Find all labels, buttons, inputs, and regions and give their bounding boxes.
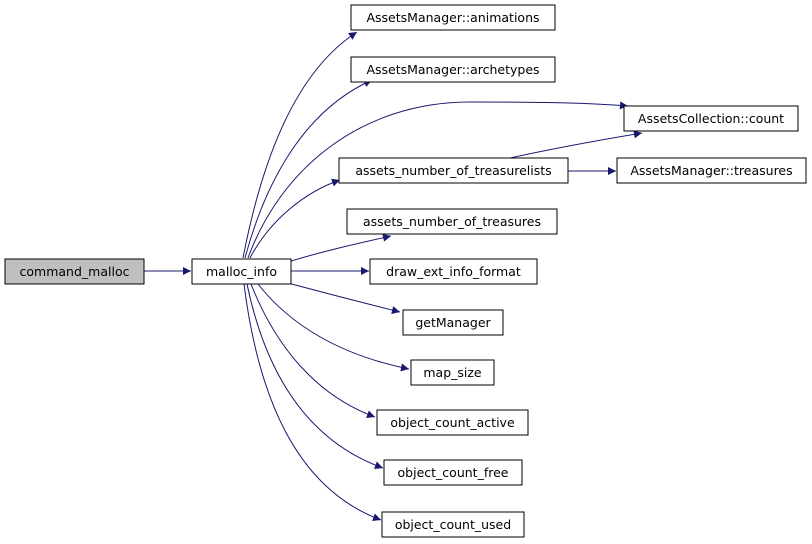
node-box [369,258,538,285]
node-box [350,4,556,31]
node-box [4,258,145,285]
edge-num_treasurelists-collection_count [509,130,643,159]
node-label: AssetsManager::animations [366,10,539,25]
edge-malloc_info-archetypes [244,79,373,259]
node-map-size[interactable]: map_size [410,359,495,386]
node-label: map_size [423,365,482,380]
node-assetsmanager-animations[interactable]: AssetsManager::animations [350,4,556,31]
node-box [616,157,807,184]
node-assets-number-of-treasures[interactable]: assets_number_of_treasures [346,208,558,235]
node-malloc-info[interactable]: malloc_info [191,258,292,285]
node-box [338,157,569,184]
edge-malloc_info-count_active [250,283,376,418]
edge-malloc_info-get_manager [287,282,401,314]
node-label: assets_number_of_treasurelists [355,163,551,178]
node-label: getManager [415,315,491,330]
node-getmanager[interactable]: getManager [402,309,504,336]
node-label: AssetsManager::archetypes [366,62,539,77]
node-box [346,208,558,235]
node-assetsmanager-archetypes[interactable]: AssetsManager::archetypes [350,56,556,83]
edge-malloc_info-count_free [246,283,384,470]
node-label: object_count_free [398,465,509,480]
edge-malloc_info-collection_count [247,101,629,259]
node-object-count-active[interactable]: object_count_active [376,409,529,436]
node-box [191,258,292,285]
node-label: object_count_used [395,517,511,532]
node-box [376,409,529,436]
node-label: AssetsManager::treasures [630,163,792,178]
edge-malloc_info-num_treasures [287,233,392,263]
node-assetsmanager-treasures[interactable]: AssetsManager::treasures [616,157,807,184]
node-draw-ext-info-format[interactable]: draw_ext_info_format [369,258,538,285]
node-label: draw_ext_info_format [386,264,521,279]
node-label: assets_number_of_treasures [363,214,541,229]
node-box [381,511,525,538]
edge-malloc_info-count_used [243,283,382,521]
node-label: command_malloc [20,264,130,279]
node-box [623,105,799,132]
edge-malloc_info-animations [242,31,358,259]
node-box [410,359,495,386]
node-object-count-free[interactable]: object_count_free [383,459,523,486]
node-label: AssetsCollection::count [638,111,784,126]
node-box [402,309,504,336]
node-label: object_count_active [390,415,515,430]
edge-malloc_info-map_size [257,283,410,372]
node-assetscollection-count[interactable]: AssetsCollection::count [623,105,799,132]
node-box [383,459,523,486]
node-object-count-used[interactable]: object_count_used [381,511,525,538]
node-label: malloc_info [206,264,277,279]
node-command-malloc[interactable]: command_malloc [4,258,145,285]
node-box [350,56,556,83]
edges [144,31,643,521]
node-assets-number-of-treasurelists[interactable]: assets_number_of_treasurelists [338,157,569,184]
edge-malloc_info-num_treasurelists [249,178,341,259]
